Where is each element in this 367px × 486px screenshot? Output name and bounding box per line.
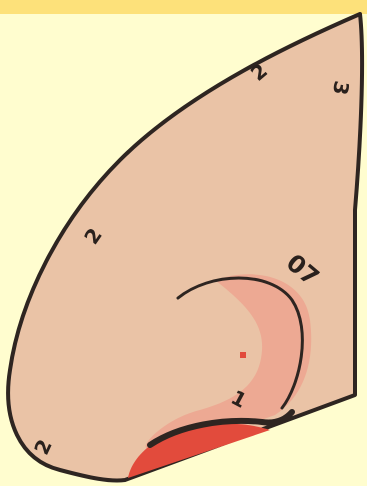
red-dot xyxy=(240,352,246,358)
outer-shape xyxy=(8,14,362,481)
